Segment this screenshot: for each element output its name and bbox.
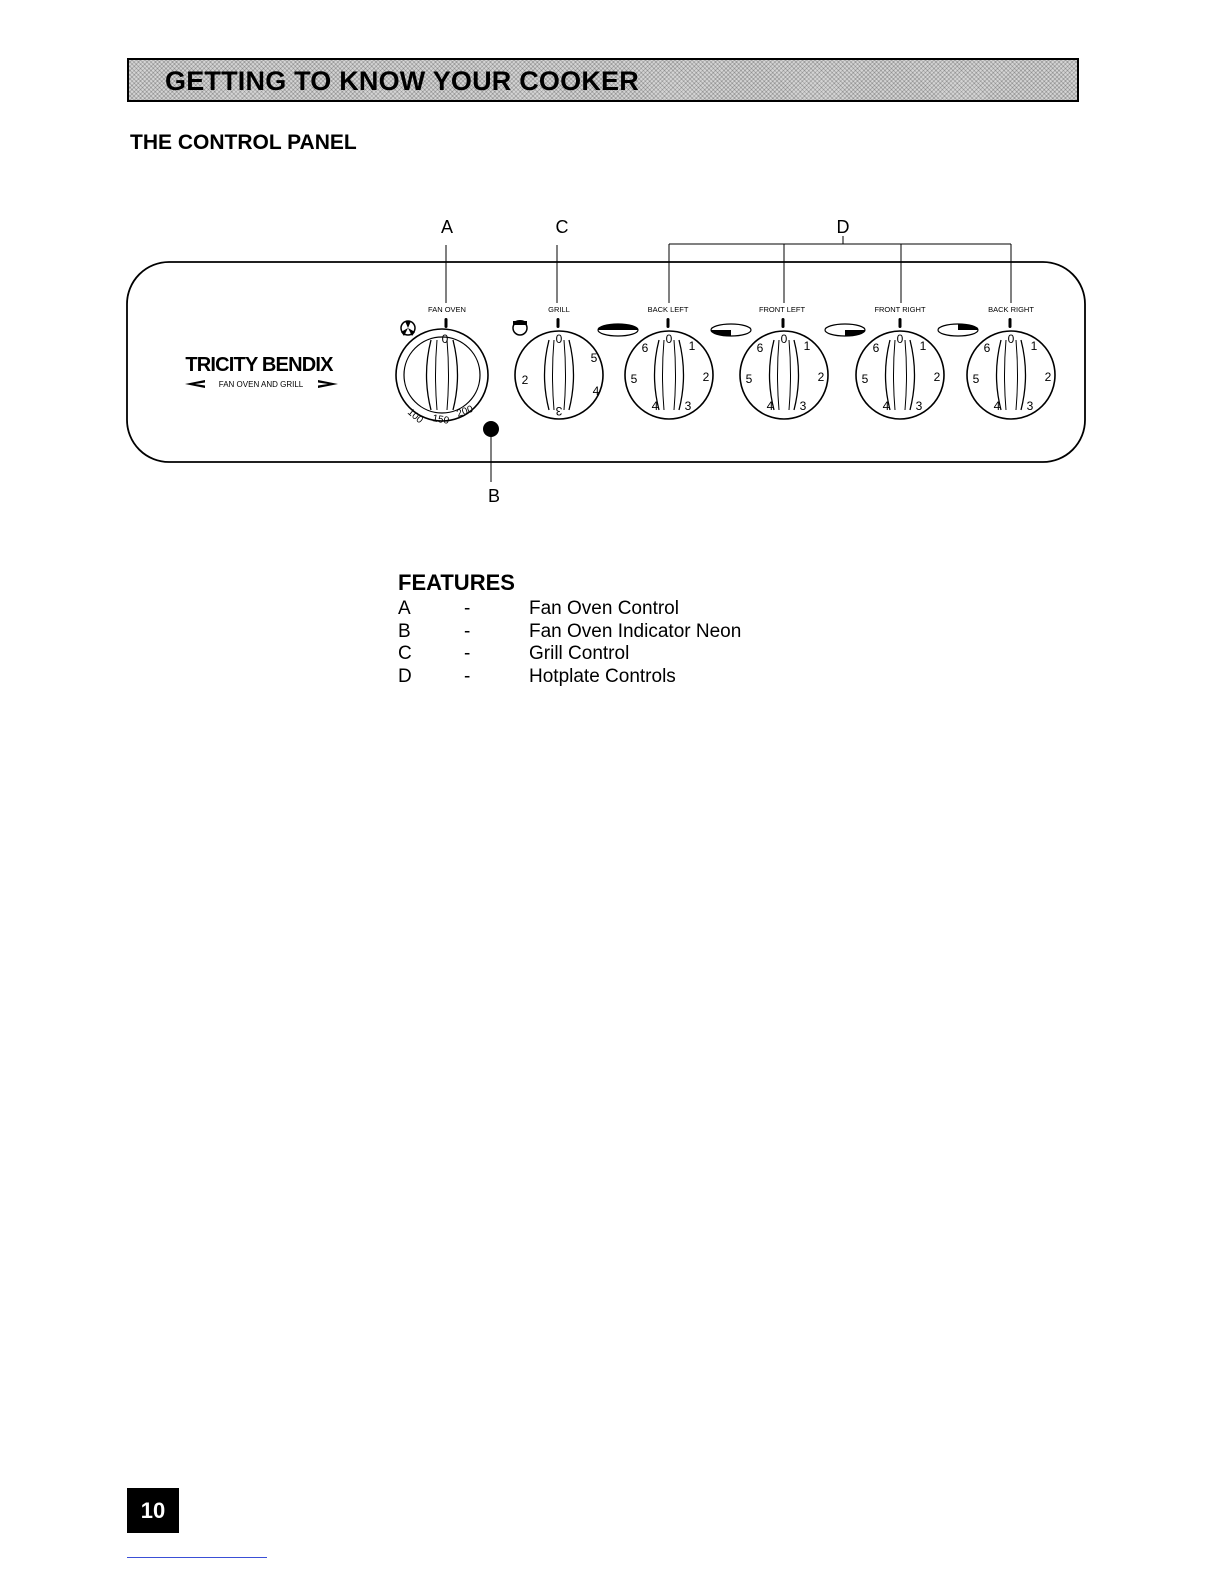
hotplate-icon-front-left [710, 323, 752, 337]
features-list: FEATURES A - Fan Oven Control B - Fan Ov… [398, 570, 741, 688]
hotplate-knob-front-right[interactable]: 0 1 2 3 4 5 6 [855, 330, 945, 420]
feature-item: A - Fan Oven Control [398, 598, 741, 621]
feature-text: Fan Oven Control [529, 598, 679, 619]
grill-scale-4: 4 [593, 384, 600, 398]
indicator-marks [444, 318, 1012, 328]
hotplate-scale-2: 2 [703, 370, 710, 384]
hotplate-scale-6: 6 [984, 341, 991, 355]
feature-letter: A [398, 598, 411, 619]
knob-label-back-right: BACK RIGHT [988, 305, 1034, 314]
hotplate-scale-0: 0 [781, 332, 788, 346]
feature-text: Hotplate Controls [529, 665, 676, 687]
callout-a: A [441, 217, 453, 237]
feature-dash: - [464, 665, 471, 687]
feature-dash: - [464, 643, 471, 664]
brand-logo: TRICITY BENDIX [185, 354, 334, 376]
grill-scale-2: 2 [522, 373, 529, 387]
hotplate-scale-3: 3 [916, 399, 923, 413]
knob-label-back-left: BACK LEFT [648, 305, 689, 314]
section-banner: GETTING TO KNOW YOUR COOKER [127, 58, 1079, 102]
callout-d: D [837, 217, 850, 237]
hotplate-scale-4: 4 [994, 399, 1001, 413]
hotplate-scale-5: 5 [862, 372, 869, 386]
hotplate-scale-4: 4 [883, 399, 890, 413]
hotplate-scale-0: 0 [1008, 332, 1015, 346]
hotplate-knob-back-right[interactable]: 0 1 2 3 4 5 6 [966, 330, 1056, 420]
brand-subtitle: FAN OVEN AND GRILL [219, 380, 304, 389]
feature-dash: - [464, 598, 471, 619]
fan-oven-knob[interactable]: 0 100 150 200 [395, 328, 489, 427]
hotplate-scale-1: 1 [804, 339, 811, 353]
hotplate-scale-4: 4 [767, 399, 774, 413]
brand-arrows [185, 380, 338, 388]
hotplate-scale-2: 2 [934, 370, 941, 384]
hotplate-scale-6: 6 [642, 341, 649, 355]
callout-b: B [488, 486, 500, 506]
hotplate-scale-0: 0 [897, 332, 904, 346]
hotplate-scale-1: 1 [689, 339, 696, 353]
page-number: 10 [127, 1488, 179, 1533]
fan-oven-zero: 0 [442, 332, 449, 346]
feature-text: Fan Oven Indicator Neon [529, 620, 742, 642]
control-panel-outline [126, 261, 1086, 463]
leader-lines [445, 236, 1012, 482]
hotplate-scale-1: 1 [1031, 339, 1038, 353]
hotplate-knob-back-left[interactable]: 0 1 2 3 4 5 6 [624, 330, 714, 420]
callout-c: C [556, 217, 569, 237]
fan-oven-indicator-neon [483, 421, 499, 437]
knob-label-fan-oven: FAN OVEN [428, 305, 466, 314]
knob-label-front-left: FRONT LEFT [759, 305, 806, 314]
footer-rule [127, 1557, 267, 1558]
grill-knob[interactable]: 0 5 4 3 2 [514, 330, 604, 420]
hotplate-icon-back-right [937, 323, 979, 337]
hotplate-scale-3: 3 [685, 399, 692, 413]
feature-letter: D [398, 665, 412, 687]
grill-scale-3: 3 [555, 404, 562, 418]
hotplate-scale-6: 6 [757, 341, 764, 355]
feature-text: Grill Control [529, 643, 630, 664]
grill-icon [512, 320, 528, 336]
hotplate-scale-2: 2 [1045, 370, 1052, 384]
hotplate-icon-back-left [597, 323, 639, 337]
fan-oven-mid: 150 [431, 413, 450, 427]
hotplate-scale-6: 6 [873, 341, 880, 355]
feature-item: D - Hotplate Controls [398, 666, 741, 689]
hotplate-scale-0: 0 [666, 332, 673, 346]
feature-item: C - Grill Control [398, 643, 741, 666]
hotplate-scale-5: 5 [973, 372, 980, 386]
hotplate-scale-4: 4 [652, 399, 659, 413]
feature-letter: C [398, 643, 412, 664]
section-title: THE CONTROL PANEL [130, 131, 357, 154]
hotplate-scale-2: 2 [818, 370, 825, 384]
hotplate-scale-5: 5 [746, 372, 753, 386]
banner-title: GETTING TO KNOW YOUR COOKER [165, 66, 639, 96]
feature-letter: B [398, 620, 411, 642]
knob-label-front-right: FRONT RIGHT [874, 305, 926, 314]
hotplate-scale-3: 3 [800, 399, 807, 413]
hotplate-scale-1: 1 [920, 339, 927, 353]
fan-icon [400, 320, 416, 336]
hotplate-icon-front-right [824, 323, 866, 337]
knob-label-grill: GRILL [548, 305, 570, 314]
hotplate-knob-front-left[interactable]: 0 1 2 3 4 5 6 [739, 330, 829, 420]
hotplate-scale-5: 5 [631, 372, 638, 386]
hotplate-scale-3: 3 [1027, 399, 1034, 413]
feature-item: B - Fan Oven Indicator Neon [398, 621, 741, 644]
features-title: FEATURES [398, 570, 515, 595]
feature-dash: - [464, 620, 471, 642]
grill-scale-0: 0 [556, 332, 563, 346]
control-panel-diagram: A C D B TRICITY BENDIX FAN OVEN AND GRIL… [126, 217, 1086, 506]
grill-scale-5: 5 [591, 351, 598, 365]
